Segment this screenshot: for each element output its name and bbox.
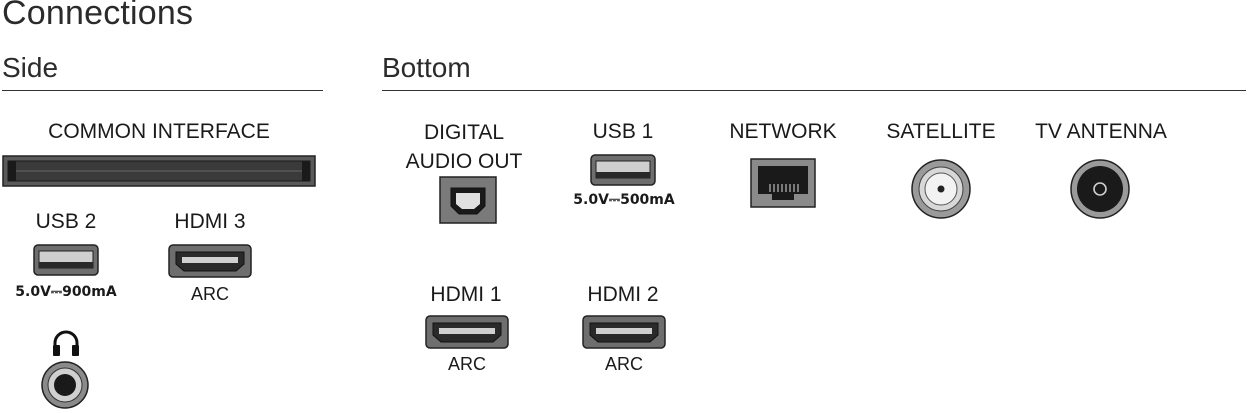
usb1-spec: 5.0V⎓500mA <box>573 192 675 208</box>
bottom-heading: Bottom <box>382 52 471 83</box>
satellite-port-icon <box>911 159 971 219</box>
tv-antenna-label: TV ANTENNA <box>1035 120 1167 143</box>
hdmi1-label: HDMI 1 <box>430 283 502 306</box>
usb1-label: USB 1 <box>592 120 654 143</box>
hdmi3-arc-label: ARC <box>190 284 229 304</box>
side-heading: Side <box>2 52 59 83</box>
common-interface-label: COMMON INTERFACE <box>48 120 270 143</box>
digital-audio-out-label: DIGITAL AUDIO OUT <box>384 118 544 176</box>
headphones-icon <box>53 330 79 356</box>
usb2-spec: 5.0V⎓900mA <box>15 284 117 300</box>
network-label: NETWORK <box>729 120 837 143</box>
side-divider <box>2 90 323 91</box>
common-interface-slot-icon <box>2 155 316 187</box>
satellite-label: SATELLITE <box>886 120 996 143</box>
bottom-divider <box>382 90 1246 91</box>
hdmi3-port-icon <box>168 244 252 278</box>
hdmi2-port-icon <box>582 315 666 349</box>
digital-audio-out-line2: AUDIO OUT <box>405 150 523 173</box>
hdmi1-port-icon <box>425 315 509 349</box>
hdmi3-label: HDMI 3 <box>174 210 246 233</box>
page-title: Connections <box>2 0 194 32</box>
ethernet-port-icon <box>750 158 816 208</box>
usb2-label: USB 2 <box>35 210 97 233</box>
hdmi1-arc-label: ARC <box>447 354 486 374</box>
optical-port-icon <box>439 176 497 224</box>
digital-audio-out-line1: DIGITAL <box>423 121 505 144</box>
headphone-jack-icon <box>41 361 89 409</box>
tv-antenna-port-icon <box>1070 159 1130 219</box>
hdmi2-arc-label: ARC <box>604 354 643 374</box>
hdmi2-label: HDMI 2 <box>587 283 659 306</box>
usb2-port-icon <box>33 244 99 276</box>
usb1-port-icon <box>590 154 656 186</box>
